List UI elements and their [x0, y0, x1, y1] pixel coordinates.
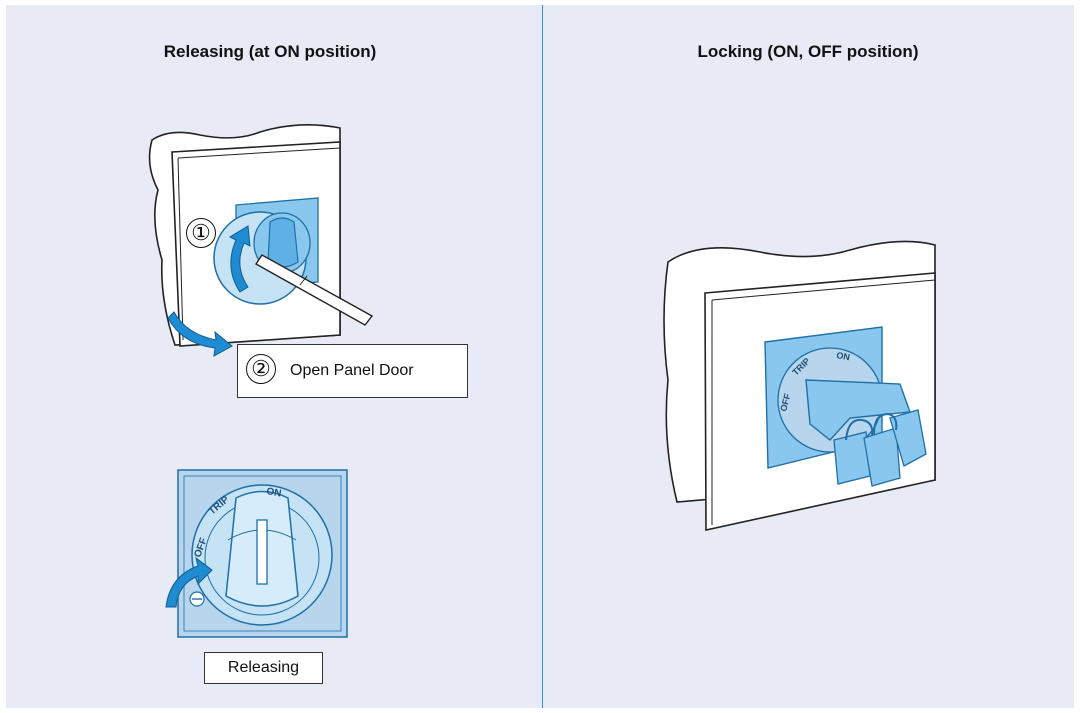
releasing-dial-illustration: OFF TRIP ON [166, 470, 347, 637]
panel-door-release-illustration [150, 125, 372, 356]
step-2-marker: ② [246, 354, 276, 384]
releasing-caption-box: Releasing [204, 652, 323, 684]
releasing-caption: Releasing [205, 659, 322, 677]
step-2-callout: ② Open Panel Door [237, 344, 468, 398]
step-1-marker: ① [186, 218, 216, 248]
step-2-label: Open Panel Door [290, 362, 414, 380]
panel-locking-illustration: OFF TRIP ON [664, 241, 935, 530]
